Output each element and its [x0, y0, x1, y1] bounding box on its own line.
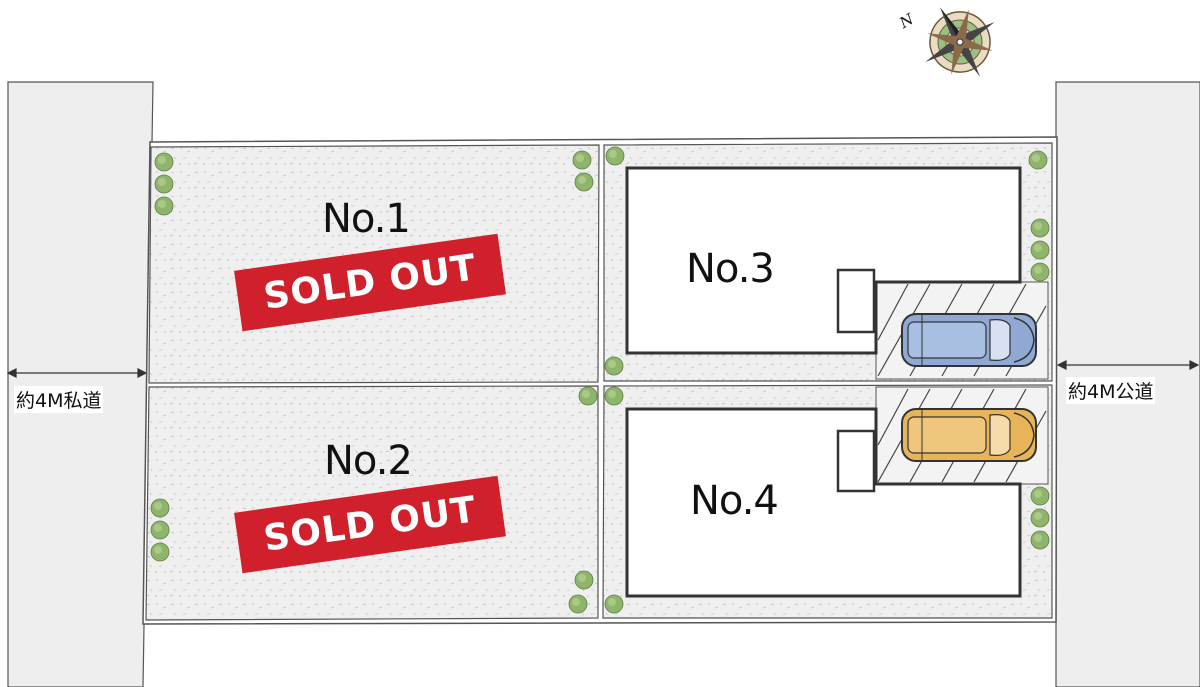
road-left: [7, 81, 154, 687]
building-lot-4: [625, 407, 1022, 598]
building-lot-3: [625, 166, 1022, 355]
road-left-width-arrow: [6, 368, 148, 378]
lot-2-label: No.2: [324, 438, 413, 484]
car-yellow: [901, 408, 1037, 462]
road-right-width-arrow: [1056, 360, 1200, 370]
road-right-label: 約4M公道: [1066, 377, 1156, 404]
lot-3-label: No.3: [686, 246, 775, 292]
entrance-step-lot-3: [836, 268, 876, 334]
lot-4-label: No.4: [690, 478, 779, 524]
lot-1-label: No.1: [322, 196, 411, 242]
car-blue: [901, 313, 1037, 367]
road-left-label: 約4M私道: [14, 386, 104, 413]
entrance-step-lot-4: [836, 429, 876, 493]
compass-rose-icon: [925, 7, 995, 77]
